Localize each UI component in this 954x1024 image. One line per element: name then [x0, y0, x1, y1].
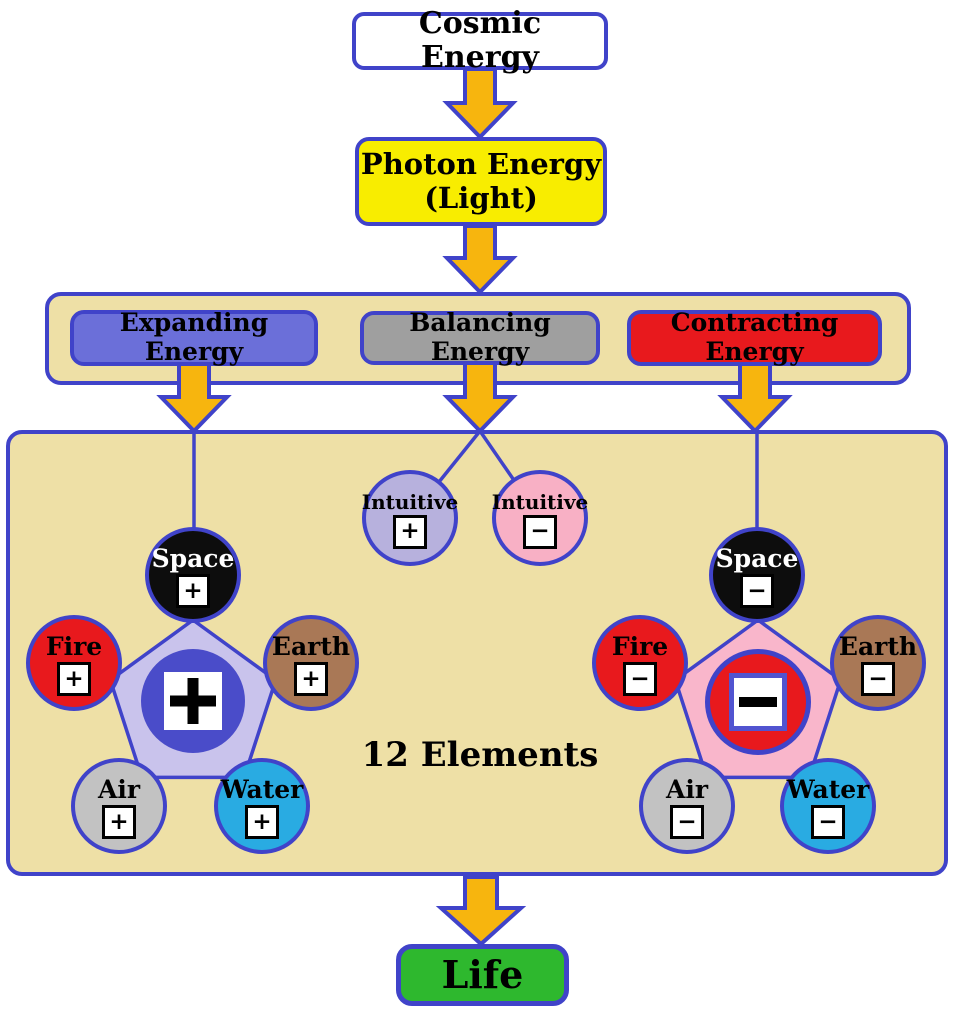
fire-positive-sign-box: +: [57, 662, 91, 696]
intuitive-negative-sign-box: −: [523, 514, 557, 549]
positive-hub-sign-box: [164, 672, 222, 730]
water-negative-sign-box: −: [811, 805, 845, 839]
fire-negative-sign-box: −: [623, 662, 657, 696]
minus-sign-shape: [739, 697, 777, 707]
plus-sign: +: [109, 808, 129, 835]
air-label: Air: [97, 775, 141, 804]
arrow-elements-to-life: [435, 875, 527, 947]
expanding-energy-label: Expanding Energy: [119, 308, 269, 366]
plus-sign: +: [183, 577, 203, 604]
plus-sign: +: [301, 665, 321, 692]
balancing-energy-label: Balancing Energy: [409, 308, 551, 366]
minus-sign: −: [868, 665, 888, 692]
arrow-photon-to-energies: [442, 224, 518, 295]
earth-positive-sign-box: +: [294, 662, 328, 696]
elements-title: 12 Elements: [361, 735, 599, 775]
space-positive-sign-box: +: [176, 574, 210, 608]
water-positive-sign-box: +: [245, 805, 279, 839]
life-node: Life: [396, 944, 569, 1006]
plus-sign: +: [252, 808, 272, 835]
water-label: Water: [220, 775, 304, 804]
space-negative-sign-box: −: [740, 574, 774, 608]
element-earth-positive: Earth +: [263, 615, 359, 711]
minus-sign: −: [530, 518, 550, 544]
intuitive-negative-circle: Intuitive −: [492, 470, 588, 566]
minus-sign: −: [630, 665, 650, 692]
element-fire-positive: Fire +: [26, 615, 122, 711]
element-fire-negative: Fire −: [592, 615, 688, 711]
cosmic-energy-label: Cosmic Energy: [418, 5, 542, 75]
element-water-positive: Water +: [214, 758, 310, 854]
earth-label: Earth: [271, 632, 351, 661]
intuitive-negative-label: Intuitive: [491, 489, 589, 514]
element-earth-negative: Earth −: [830, 615, 926, 711]
balancing-energy-node: Balancing Energy: [360, 308, 600, 366]
minus-sign: −: [818, 808, 838, 835]
earth-label: Earth: [838, 632, 918, 661]
negative-hub-circle: [705, 649, 811, 755]
positive-hub-circle: [141, 649, 245, 753]
air-label: Air: [665, 775, 709, 804]
element-air-positive: Air +: [71, 758, 167, 854]
contracting-energy-label: Contracting Energy: [670, 308, 839, 366]
water-label: Water: [786, 775, 870, 804]
fire-label: Fire: [45, 632, 103, 661]
space-label: Space: [715, 544, 799, 573]
minus-sign: −: [677, 808, 697, 835]
air-negative-sign-box: −: [670, 805, 704, 839]
air-positive-sign-box: +: [102, 805, 136, 839]
fire-label: Fire: [611, 632, 669, 661]
earth-negative-sign-box: −: [861, 662, 895, 696]
photon-energy-label-line1: Photon Energy: [360, 147, 602, 182]
element-space-positive: Space +: [145, 527, 241, 623]
intuitive-positive-label: Intuitive: [361, 489, 459, 514]
plus-sign-shape: [187, 678, 199, 724]
photon-energy-label-line2: (Light): [424, 180, 538, 215]
expanding-energy-node: Expanding Energy: [70, 308, 318, 366]
element-space-negative: Space −: [709, 527, 805, 623]
intuitive-positive-circle: Intuitive +: [362, 470, 458, 566]
arrow-cosmic-to-photon: [442, 67, 518, 140]
minus-sign: −: [747, 577, 767, 604]
element-air-negative: Air −: [639, 758, 735, 854]
contracting-energy-node: Contracting Energy: [627, 308, 882, 366]
element-water-negative: Water −: [780, 758, 876, 854]
plus-sign: +: [400, 518, 420, 544]
life-label: Life: [441, 952, 524, 998]
photon-energy-node: Photon Energy (Light): [355, 137, 607, 226]
negative-hub-sign-box: [729, 673, 787, 731]
intuitive-positive-sign-box: +: [393, 514, 427, 549]
space-label: Space: [151, 544, 235, 573]
cosmic-energy-node: Cosmic Energy: [352, 6, 608, 75]
plus-sign: +: [64, 665, 84, 692]
